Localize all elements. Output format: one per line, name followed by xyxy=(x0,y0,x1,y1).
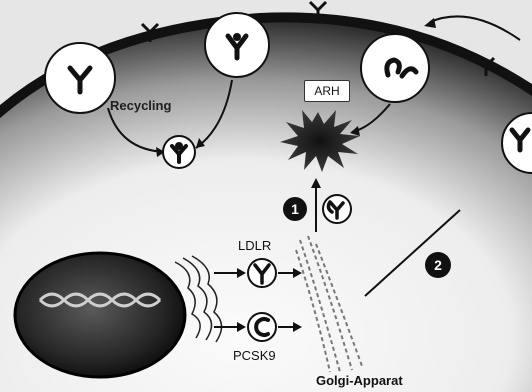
coated-pit-right xyxy=(361,34,429,102)
recycling-label: Recycling xyxy=(110,98,171,113)
pcsk9-label: PCSK9 xyxy=(233,348,276,363)
step-2-text: 2 xyxy=(434,257,442,273)
step-1-text: 1 xyxy=(291,201,299,217)
nucleus xyxy=(15,253,185,377)
arh-label: ARH xyxy=(304,80,350,102)
ldlr-label: LDLR xyxy=(238,238,271,253)
golgi-label: Golgi-Apparat xyxy=(316,373,403,388)
